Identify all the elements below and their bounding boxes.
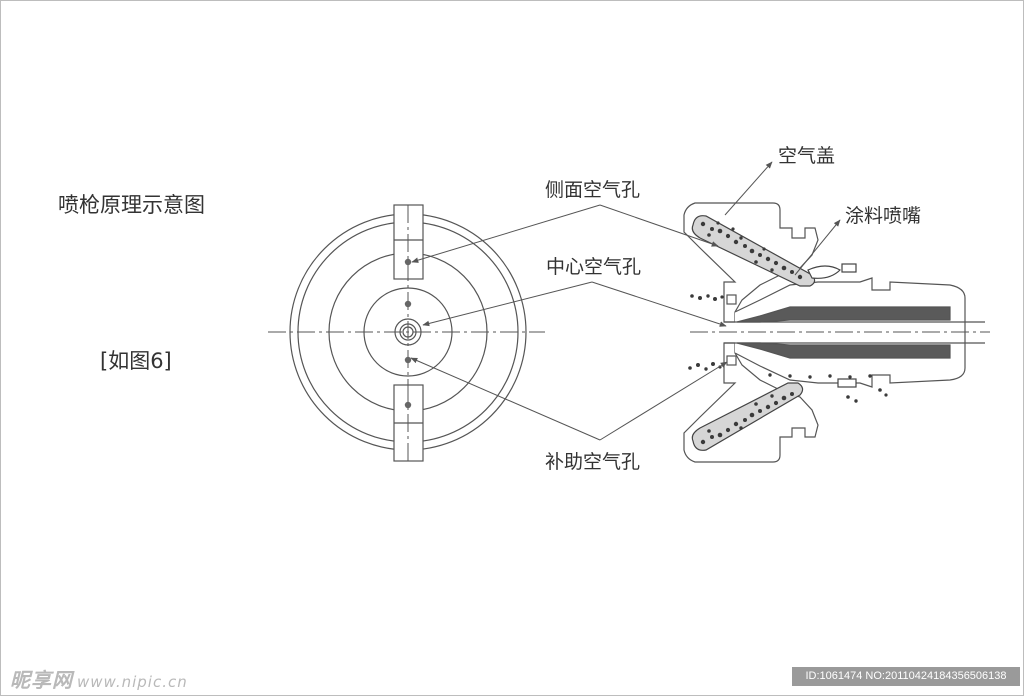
paint-particles (688, 221, 888, 445)
watermark-image-id: ID:1061474 NO:20110424184356506138 (792, 667, 1020, 686)
front-aux-ring (363, 287, 453, 377)
label-aux-air-hole: 补助空气孔 (545, 451, 641, 473)
front-air-holes (404, 258, 412, 409)
leader-aux-to-front (410, 357, 601, 441)
callout-leaders (410, 161, 841, 441)
figure-reference: [如图6] (100, 349, 172, 373)
leader-center-to-front (422, 281, 593, 327)
front-aux-hole-bottom (404, 356, 412, 364)
aux-port-lower (726, 355, 737, 366)
nozzle-tip-lower (837, 378, 857, 388)
label-side-air-hole: 侧面空气孔 (545, 179, 641, 201)
watermark-site-name: 昵享网 (10, 668, 73, 692)
leader-side-to-section (599, 204, 719, 247)
leader-aux-to-section (599, 361, 728, 441)
front-nozzle-ring (394, 318, 422, 346)
leader-air-cap (724, 161, 773, 216)
label-paint-nozzle: 涂料喷嘴 (845, 205, 922, 227)
label-air-cap: 空气盖 (778, 145, 836, 167)
nozzle-tip-upper (841, 263, 857, 273)
front-side-hole-bottom (404, 401, 412, 409)
front-aux-hole-top (404, 300, 412, 308)
leader-side-to-front (411, 204, 601, 263)
front-nozzle-hole (399, 323, 417, 341)
leader-paint-nozzle (794, 219, 841, 276)
front-side-hole-top (404, 258, 412, 266)
diagram-title: 喷枪原理示意图 (58, 193, 205, 217)
paint-drop-top (807, 265, 841, 279)
front-nozzle-core (402, 326, 414, 338)
label-center-air-hole: 中心空气孔 (546, 256, 642, 278)
leader-center-to-section (591, 281, 727, 327)
front-view (268, 204, 545, 462)
aux-port-upper (726, 294, 737, 305)
watermark-site-url: www.nipic.cn (77, 673, 188, 691)
